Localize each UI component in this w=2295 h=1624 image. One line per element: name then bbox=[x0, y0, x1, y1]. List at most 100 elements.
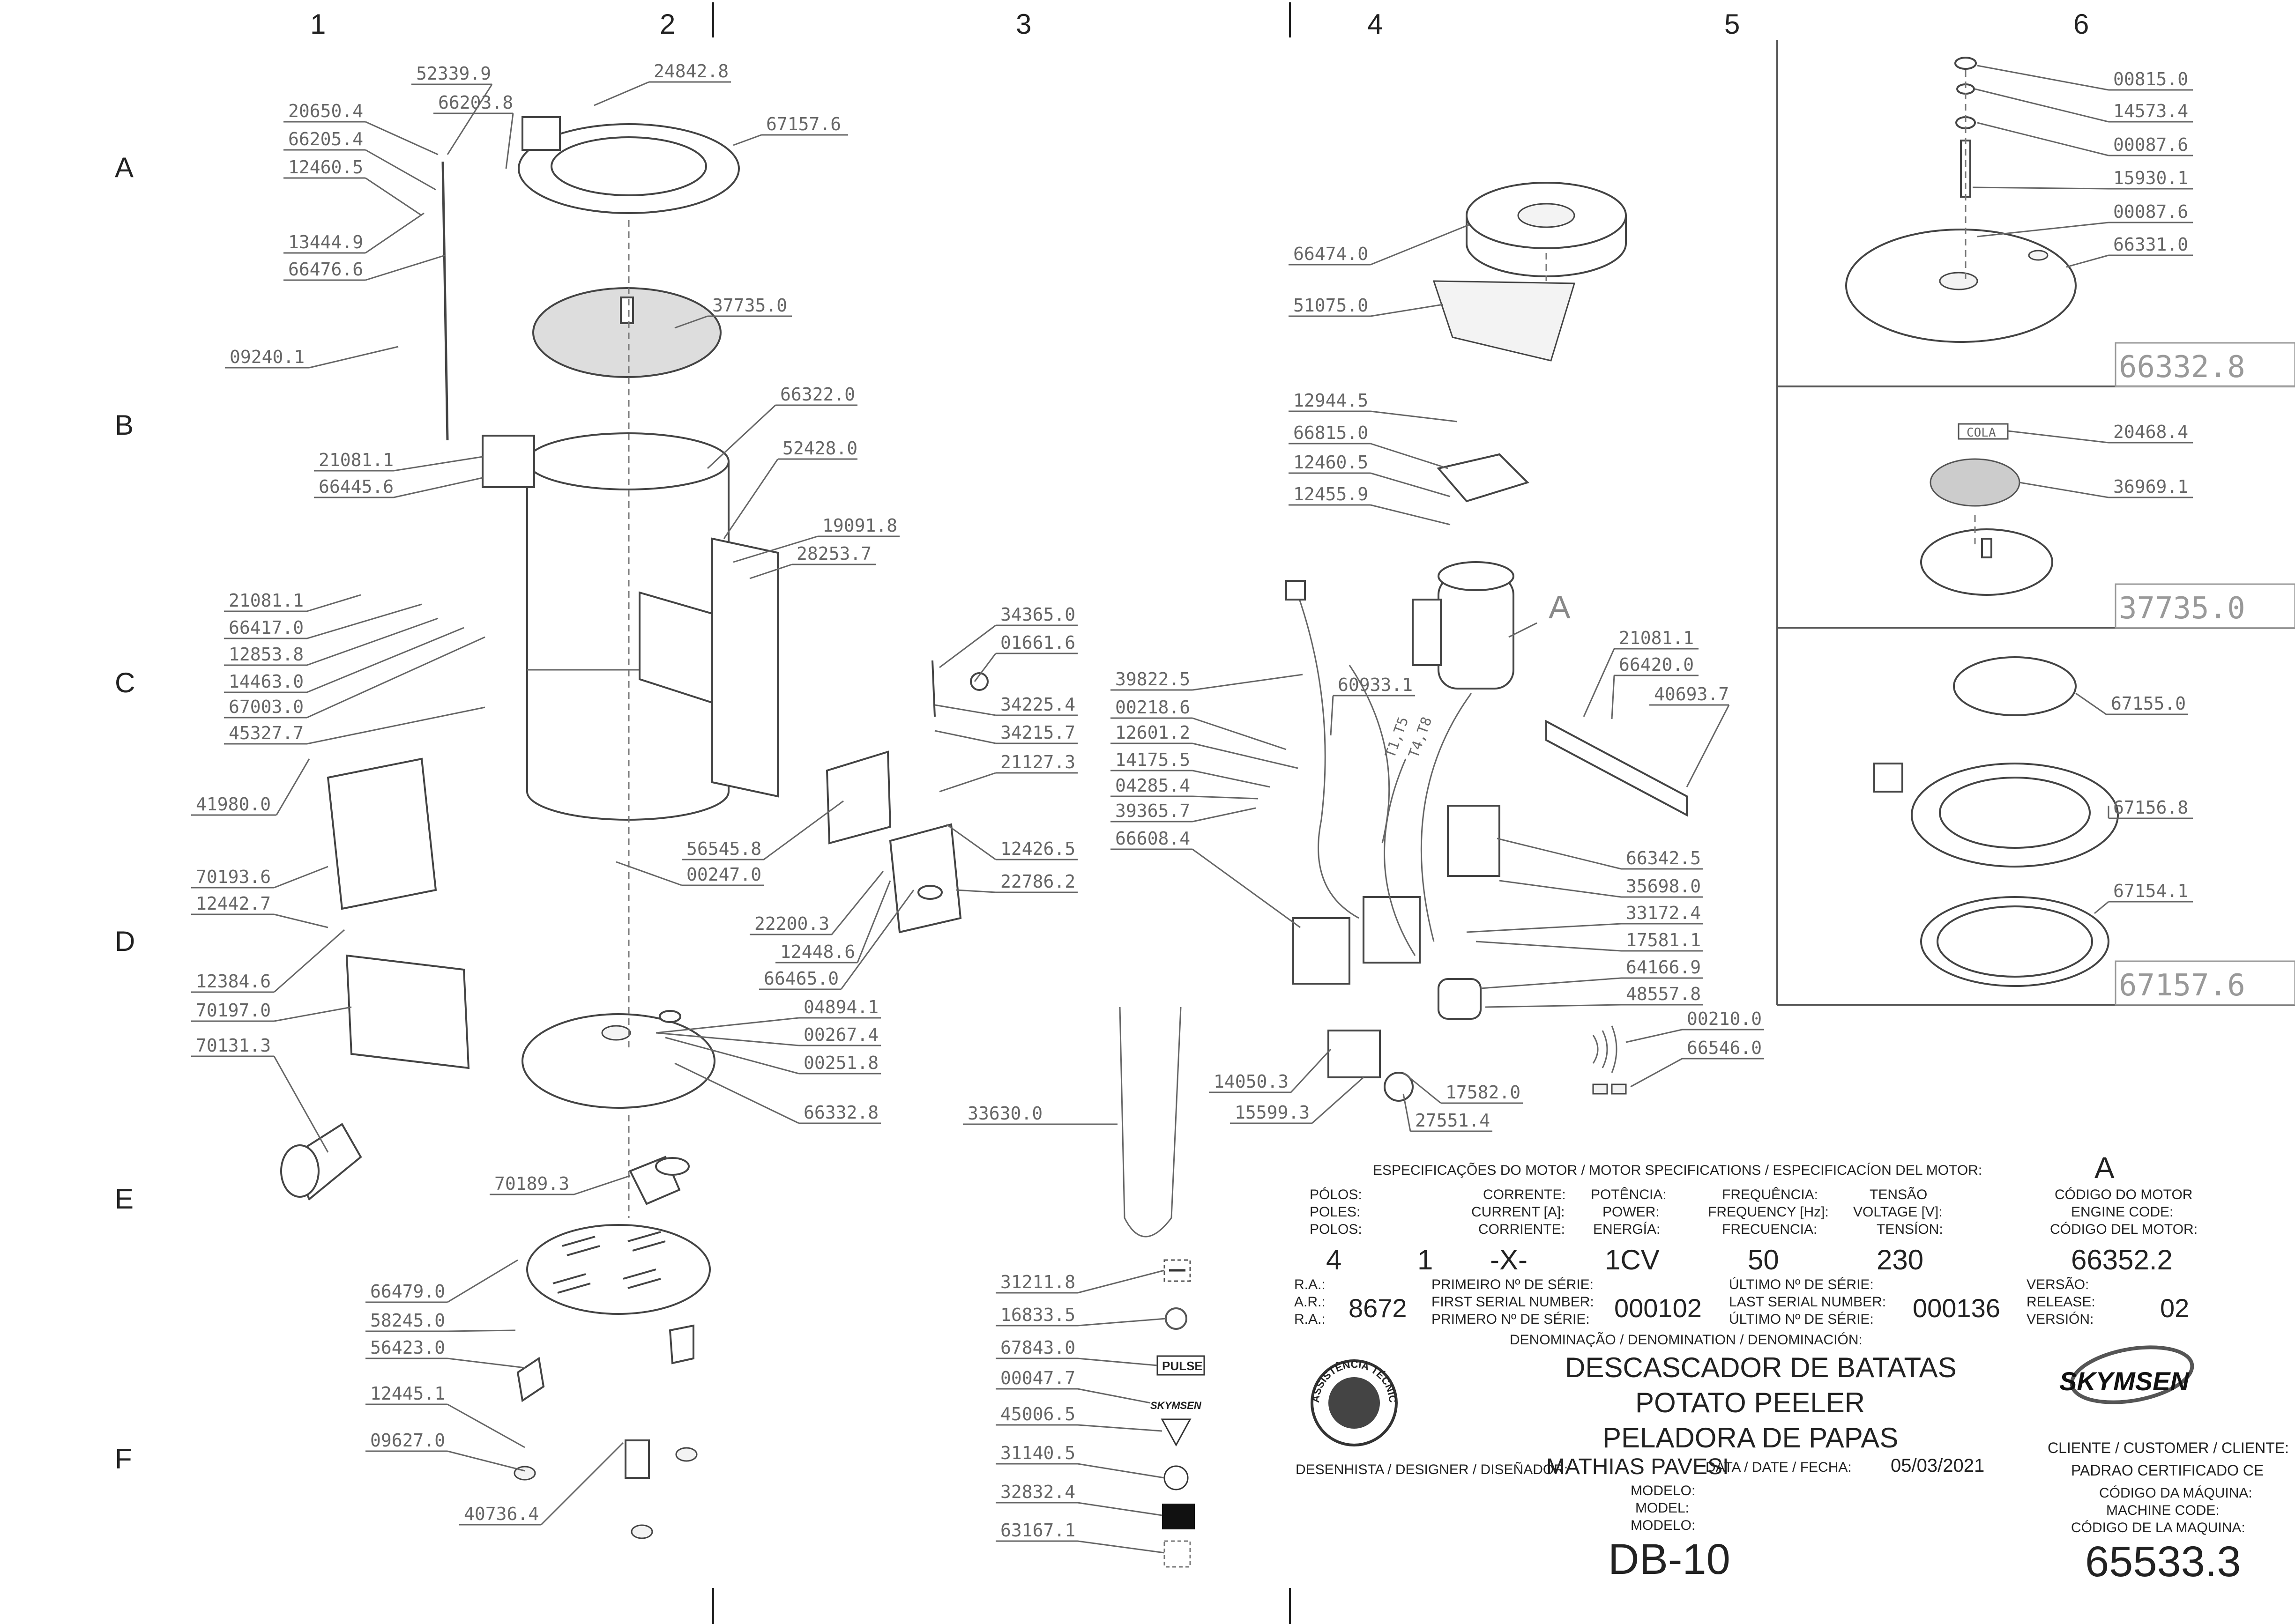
part-callout: 39365.7 bbox=[1110, 801, 1256, 823]
callout-leader bbox=[857, 880, 891, 963]
callout-leader bbox=[1077, 1540, 1165, 1554]
part-callout: 12445.1 bbox=[365, 1383, 525, 1448]
callout-leader bbox=[656, 1017, 799, 1034]
callout-leader bbox=[365, 177, 422, 216]
label-engine-code-en: ENGINE CODE: bbox=[2071, 1204, 2173, 1220]
callout-leader bbox=[1370, 504, 1451, 526]
machine-code-label-es: CÓDIGO DE LA MAQUINA: bbox=[2071, 1520, 2245, 1535]
part-callout: 45327.7 bbox=[224, 706, 485, 745]
part-number-label: 36969.1 bbox=[2113, 476, 2188, 497]
part-callout: 12448.6 bbox=[775, 880, 891, 964]
label-frequency-en: FREQUENCY [Hz]: bbox=[1708, 1204, 1829, 1220]
detail-title-37735-0: 37735.0 bbox=[2119, 591, 2245, 626]
part-number-label: 66465.0 bbox=[764, 968, 839, 989]
part-callout: 40693.7 bbox=[1649, 684, 1730, 787]
part-number-label: 22200.3 bbox=[754, 913, 829, 934]
part-number-label: 04894.1 bbox=[804, 997, 879, 1017]
part-number-label: 34225.4 bbox=[1000, 694, 1075, 715]
part-number-label: 70189.3 bbox=[494, 1173, 569, 1194]
part-callout: 66476.6 bbox=[283, 254, 446, 281]
label-current-es: CORRIENTE: bbox=[1478, 1222, 1565, 1237]
label-voltage-pt: TENSÃO bbox=[1870, 1186, 1927, 1202]
callout-leader bbox=[309, 346, 399, 369]
value-voltage: 230 bbox=[1877, 1244, 1923, 1275]
callout-leader bbox=[447, 1357, 525, 1369]
grid-row-E: E bbox=[115, 1183, 134, 1215]
callout-leader bbox=[273, 1056, 329, 1153]
part-callout: 12601.2 bbox=[1110, 722, 1298, 769]
callout-leader bbox=[447, 1259, 518, 1303]
label-engine-code-pt: CÓDIGO DO MOTOR bbox=[2055, 1187, 2192, 1202]
part-number-label: 33172.4 bbox=[1626, 903, 1701, 923]
part-callout: 00210.0 bbox=[1625, 1009, 1764, 1043]
callout-leader bbox=[1192, 770, 1270, 788]
part-callout: 19091.8 bbox=[733, 515, 900, 563]
callout-leader bbox=[1403, 1072, 1441, 1104]
machine-code-value: 65533.3 bbox=[2085, 1538, 2241, 1586]
part-callout: 12944.5 bbox=[1289, 390, 1458, 423]
last-serial-value: 000136 bbox=[1913, 1293, 2000, 1323]
first-serial-label-pt: PRIMEIRO Nº DE SÉRIE: bbox=[1431, 1277, 1594, 1292]
part-callout: 21081.1 bbox=[314, 450, 483, 472]
callout-leader bbox=[1370, 304, 1444, 317]
callout-leader bbox=[1077, 1269, 1165, 1294]
callout-leader bbox=[1077, 1463, 1165, 1479]
part-number-label: 19091.8 bbox=[822, 515, 897, 536]
callout-leader bbox=[1370, 224, 1469, 266]
callout-leader bbox=[1499, 880, 1622, 898]
last-serial-label-pt: ÚLTIMO Nº DE SÉRIE: bbox=[1729, 1277, 1874, 1292]
part-number-label: 56545.8 bbox=[686, 838, 761, 859]
part-callout: 32832.4 bbox=[996, 1482, 1162, 1516]
part-number-label: 12442.7 bbox=[196, 893, 271, 914]
callout-leader bbox=[447, 1450, 525, 1472]
value-frequency: 50 bbox=[1748, 1244, 1779, 1275]
callout-leader bbox=[1192, 795, 1259, 800]
callout-leader bbox=[594, 81, 649, 106]
part-callout: 67155.0 bbox=[2075, 692, 2188, 715]
model-label-en: MODEL: bbox=[1635, 1500, 1689, 1516]
part-callout: 21081.1 bbox=[1583, 628, 1699, 717]
last-serial-label-en: LAST SERIAL NUMBER: bbox=[1729, 1294, 1886, 1310]
part-number-label: 21081.1 bbox=[1619, 628, 1694, 648]
part-callout: 52428.0 bbox=[723, 438, 857, 539]
part-number-label: 12426.5 bbox=[1000, 838, 1075, 859]
callout-leader bbox=[306, 706, 485, 745]
callout-leader bbox=[1475, 941, 1622, 952]
part-number-label: 48557.8 bbox=[1626, 984, 1701, 1004]
part-number-label: 66203.8 bbox=[438, 92, 513, 113]
grid-col-4: 4 bbox=[1367, 8, 1383, 40]
part-callout: 28253.7 bbox=[749, 543, 876, 579]
callout-leader bbox=[393, 456, 483, 472]
callout-leader bbox=[365, 121, 439, 156]
callout-leader bbox=[1192, 848, 1301, 928]
client-value: PADRAO CERTIFICADO CE bbox=[2071, 1462, 2264, 1479]
grid-col-5: 5 bbox=[1724, 8, 1740, 40]
part-callout: 12455.9 bbox=[1289, 484, 1451, 526]
part-number-label: 21127.3 bbox=[1000, 752, 1075, 772]
part-callout: 34215.7 bbox=[934, 722, 1078, 744]
part-number-label: 12460.5 bbox=[1293, 452, 1368, 473]
part-number-label: 67157.6 bbox=[766, 114, 841, 134]
date-label: DATA / DATE / FECHA: bbox=[1706, 1460, 1852, 1475]
callout-leader bbox=[1370, 472, 1451, 497]
release-value: 02 bbox=[2160, 1293, 2189, 1323]
detail-title-67157-6: 67157.6 bbox=[2119, 968, 2245, 1003]
part-number-label: 56423.0 bbox=[370, 1337, 445, 1358]
part-callout: 12426.5 bbox=[946, 823, 1078, 860]
motor-spec-letter: A bbox=[2094, 1151, 2115, 1185]
part-callout: 67157.6 bbox=[733, 114, 848, 146]
part-number-label: 00218.6 bbox=[1115, 697, 1190, 718]
release-label-pt: VERSÃO: bbox=[2027, 1276, 2089, 1292]
value-one: 1 bbox=[1417, 1244, 1433, 1275]
part-number-label: 12460.5 bbox=[288, 157, 363, 178]
part-callout: 51075.0 bbox=[1289, 295, 1444, 317]
callout-leader bbox=[1686, 704, 1730, 787]
part-callout: 56545.8 bbox=[682, 800, 844, 860]
part-number-label: 33630.0 bbox=[968, 1103, 1043, 1124]
part-number-label: 21081.1 bbox=[319, 450, 394, 470]
part-number-label: 00815.0 bbox=[2113, 69, 2188, 89]
grid-row-labels: A B C D E F bbox=[115, 152, 135, 1475]
value-power: 1CV bbox=[1605, 1244, 1660, 1275]
part-number-label: 04285.4 bbox=[1115, 775, 1190, 796]
